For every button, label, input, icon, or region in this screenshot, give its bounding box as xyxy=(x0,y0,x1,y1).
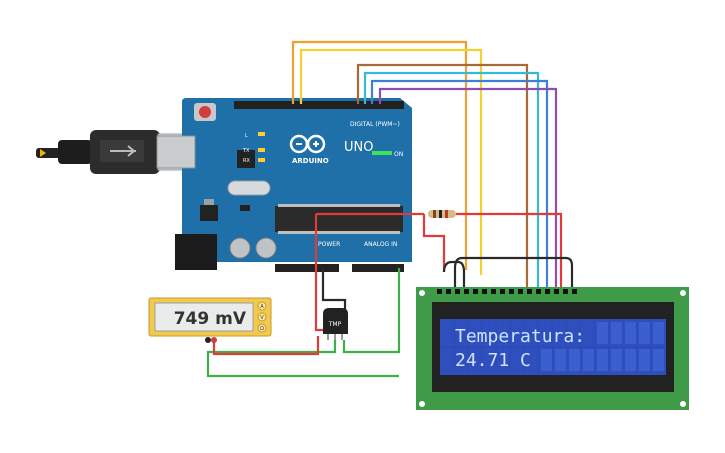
mode-v-label[interactable]: V xyxy=(260,315,264,321)
wire-orange[interactable] xyxy=(291,40,468,270)
digital-label: DIGITAL (PWM~) xyxy=(350,121,400,128)
lcd-module[interactable]: Temperatura: 24.71 C xyxy=(416,287,689,410)
tx-led-label: TX xyxy=(242,148,250,154)
tmp-sensor[interactable]: TMP xyxy=(323,308,348,340)
digital-header[interactable] xyxy=(234,101,404,109)
rx-led-label: RX xyxy=(243,158,250,164)
l-led-label: L xyxy=(245,133,248,139)
wire-yellow[interactable] xyxy=(299,48,483,275)
wire-cyan[interactable] xyxy=(363,71,540,287)
wire-red-meter[interactable] xyxy=(212,336,320,356)
power-label: POWER xyxy=(318,241,340,248)
multimeter[interactable]: 749 mV A V Ω xyxy=(148,297,272,343)
analog-label: ANALOG IN xyxy=(364,241,397,248)
lcd-char-grid xyxy=(440,321,666,373)
mode-a-label[interactable]: A xyxy=(260,304,264,310)
tmp-label: TMP xyxy=(328,321,342,328)
uno-label: UNO xyxy=(344,140,373,155)
wire-green[interactable] xyxy=(342,268,401,354)
on-label: ON xyxy=(394,151,403,158)
power-jack[interactable] xyxy=(175,234,217,270)
wire-red-lcd[interactable] xyxy=(422,214,446,272)
atmega-chip xyxy=(275,206,403,232)
arduino-uno-board[interactable]: ARDUINO UNO ON DIGITAL (PWM~) L TX RX PO… xyxy=(156,98,412,272)
multimeter-reading: 749 mV xyxy=(174,309,247,329)
analog-header[interactable] xyxy=(352,264,404,272)
lcd-line-2: 24.71 C xyxy=(455,350,531,371)
power-header[interactable] xyxy=(275,264,339,272)
wire-brown[interactable] xyxy=(356,63,529,287)
lcd-line-1: Temperatura: xyxy=(455,326,585,347)
wire-blue[interactable] xyxy=(370,79,549,287)
wire-purple[interactable] xyxy=(378,87,558,287)
wires[interactable] xyxy=(206,40,574,378)
arduino-logo xyxy=(289,134,326,154)
arduino-brand-label: ARDUINO xyxy=(292,157,329,165)
mode-ohm-label[interactable]: Ω xyxy=(260,326,264,332)
crystal-oscillator xyxy=(227,180,271,196)
resistor[interactable] xyxy=(428,210,456,218)
